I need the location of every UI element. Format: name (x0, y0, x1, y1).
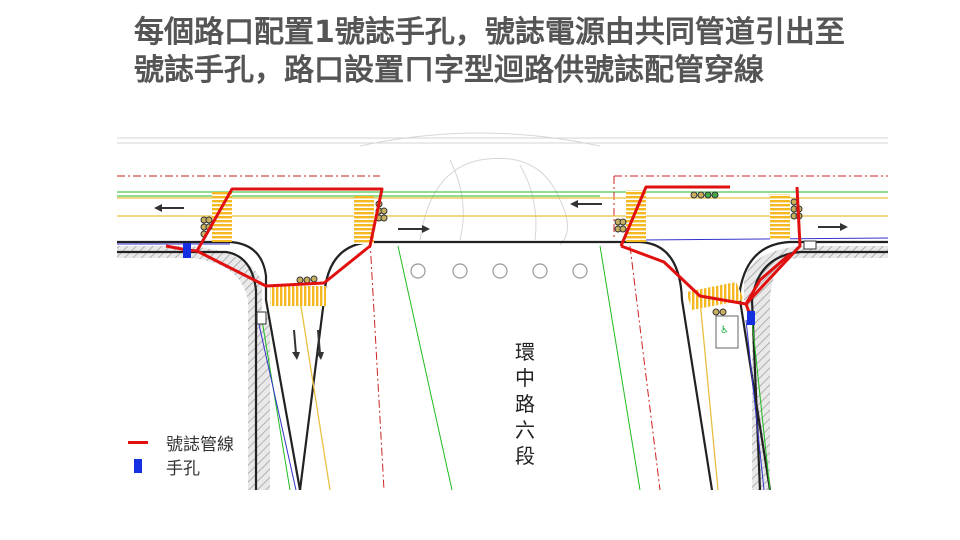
background-lines (117, 132, 888, 246)
road-name-char-5: 段 (515, 444, 535, 468)
road-name-char-1: 環 (515, 340, 535, 364)
road-name-char-2: 中 (515, 366, 535, 390)
signal-heads (200, 191, 803, 316)
legend-conduit: 號誌管線 (128, 430, 234, 455)
drainage-circles (410, 263, 588, 279)
traffic-arrows (154, 200, 848, 360)
blue-lines (117, 237, 888, 490)
legend-handhole-swatch (134, 459, 142, 473)
legend-conduit-swatch (128, 440, 148, 444)
slide-title: 每個路口配置1號誌手孔，號誌電源由共同管道引出至 號誌手孔，路口設置ㄇ字型迴路供… (134, 14, 934, 90)
intersection-plan-drawing: ♿ (117, 96, 888, 490)
svg-text:♿: ♿ (720, 325, 729, 336)
title-line-2: 號誌手孔，路口設置ㄇ字型迴路供號誌配管穿線 (134, 53, 764, 88)
lane-lines (117, 197, 888, 490)
road-name-char-3: 路 (515, 392, 535, 416)
title-line-1: 每個路口配置1號誌手孔，號誌電源由共同管道引出至 (134, 15, 845, 50)
crosswalks (212, 190, 790, 310)
handholes (183, 243, 755, 325)
legend-conduit-label: 號誌管線 (166, 434, 234, 455)
road-name-label: 環 中 路 六 段 (510, 336, 540, 468)
small-markers (256, 240, 817, 325)
legend: 號誌管線 手孔 (128, 430, 234, 479)
road-name-char-4: 六 (515, 418, 535, 442)
legend-handhole-label: 手孔 (166, 458, 200, 479)
boundary-dash-lines (117, 175, 888, 490)
bike-lane-marking: ♿ (715, 315, 739, 349)
legend-handhole: 手孔 (128, 454, 234, 479)
